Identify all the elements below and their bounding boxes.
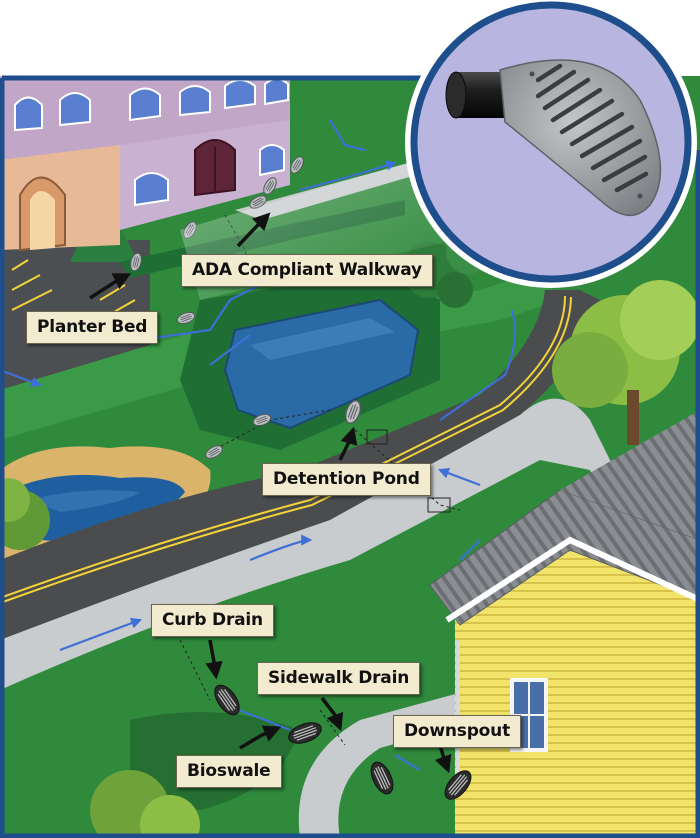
arrow-icon [239, 725, 282, 750]
lake-water [10, 474, 185, 541]
label-downspout: Downspout [393, 715, 521, 748]
label-sidewalk-drain: Sidewalk Drain [257, 662, 421, 695]
commercial-building [0, 76, 290, 252]
label-ada-walkway: ADA Compliant Walkway [181, 254, 433, 287]
label-curb-drain: Curb Drain [151, 604, 274, 637]
product-inset [405, 0, 697, 288]
callout-arrows [89, 212, 452, 774]
arrow-icon [338, 426, 358, 461]
label-bioswale: Bioswale [176, 755, 282, 788]
label-detention-pond: Detention Pond [262, 463, 431, 496]
frame-border [0, 75, 700, 838]
arrow-icon [205, 639, 223, 680]
emitter-pipe-icon [445, 59, 662, 217]
arrow-icon [434, 744, 452, 774]
flow-paths [0, 119, 516, 771]
label-planter-bed: Planter Bed [26, 311, 159, 344]
arrow-icon [320, 696, 344, 732]
arrow-icon [89, 273, 132, 300]
arrow-icon [236, 212, 271, 248]
